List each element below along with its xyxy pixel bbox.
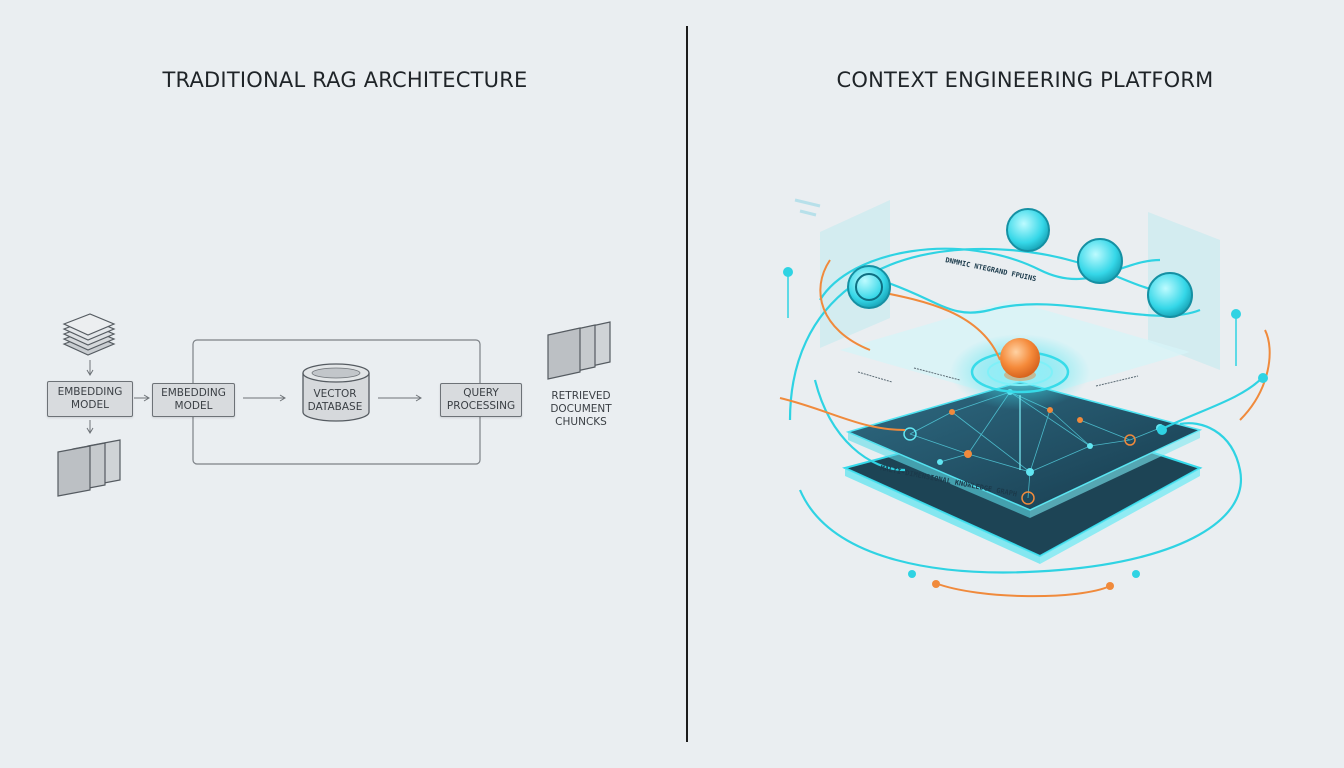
arrow-right-icon: [134, 394, 150, 402]
flow-curves: [788, 247, 1263, 574]
arrow-down-icon: [86, 360, 94, 376]
query-processing-label-line-2: PROCESSING: [446, 400, 516, 412]
query-processing-box: QUERY PROCESSING: [440, 383, 522, 417]
retrieved-pages-icon: [547, 321, 611, 380]
floating-node-icon-1: [847, 265, 891, 309]
arrow-down-icon-2: [86, 420, 94, 434]
vector-database-label-line-1: VECTOR: [313, 388, 357, 400]
embedding-model-box: EMBEDDING MODEL: [47, 381, 133, 417]
flow-label: DNMMIC NTEGRAND FPUINS: [945, 256, 1037, 283]
context-platform-illustration: DNMMIC NTEGRAND FPUINS MALTI-DIMENSIONAL…: [779, 198, 1271, 598]
floating-node-icon-4: [1147, 272, 1193, 318]
retrieved-chunks-label: RETRIEVED DOCUMENT CHUNCKS: [545, 390, 617, 429]
floating-node-icon-2: [1006, 208, 1050, 252]
document-stack-icon: [62, 313, 116, 356]
embedding-model-label-line-1: EMBEDDING: [57, 386, 123, 398]
right-panel-title: CONTEXT ENGINEERING PLATFORM: [836, 68, 1214, 92]
panel-divider: [686, 26, 688, 742]
vector-database-label-line-2: DATABASE: [307, 401, 363, 413]
retrieved-chunks-label-line-1: RETRIEVED: [551, 390, 611, 402]
retrieved-chunks-label-line-2: DOCUMENT: [550, 403, 612, 415]
orb-icon: [1000, 338, 1040, 378]
embedding-model-2-label-line-1: EMBEDDING: [161, 387, 226, 399]
pages-icon: [57, 439, 121, 497]
embedding-model-box-2: EMBEDDING MODEL: [152, 383, 235, 417]
decorative-dashes: [794, 198, 1139, 387]
retrieved-chunks-label-line-3: CHUNCKS: [555, 416, 607, 428]
vector-database-label: VECTOR DATABASE: [300, 388, 370, 414]
query-processing-label-line-1: QUERY: [463, 387, 499, 399]
embedding-model-label-line-2: MODEL: [71, 399, 109, 411]
floating-node-icon-3: [1077, 238, 1123, 284]
database-icon: [302, 363, 370, 422]
left-panel-title: TRADITIONAL RAG ARCHITECTURE: [162, 68, 528, 92]
arrow-right-icon-2: [243, 394, 286, 402]
embedding-model-2-label-line-2: MODEL: [174, 400, 213, 412]
flow-curves-orange: [779, 259, 1271, 598]
arrow-right-icon-3: [378, 394, 422, 402]
